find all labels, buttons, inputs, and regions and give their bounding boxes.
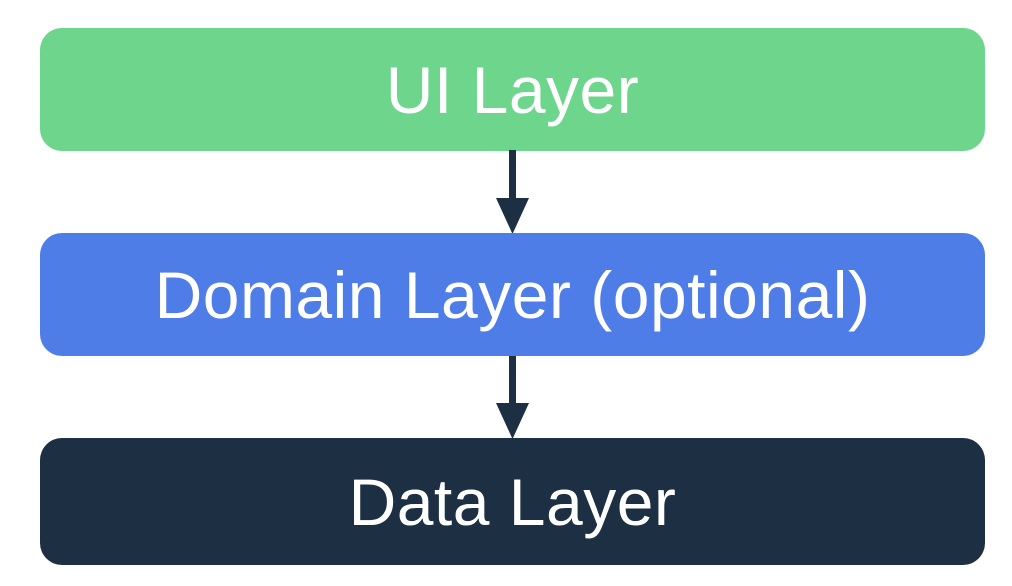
layer-node-ui: UI Layer — [40, 28, 985, 151]
layer-node-data: Data Layer — [40, 438, 985, 565]
arrow-down-icon — [496, 150, 529, 234]
layer-label-ui: UI Layer — [385, 52, 640, 127]
layer-label-data: Data Layer — [348, 464, 677, 539]
arrow-shaft — [509, 150, 516, 202]
arrow-head — [496, 403, 529, 439]
layer-label-domain: Domain Layer (optional) — [154, 257, 871, 332]
arrow-down-icon — [496, 356, 529, 439]
arrow-head — [496, 198, 529, 234]
arrow-shaft — [509, 356, 516, 407]
layer-node-domain: Domain Layer (optional) — [40, 233, 985, 356]
